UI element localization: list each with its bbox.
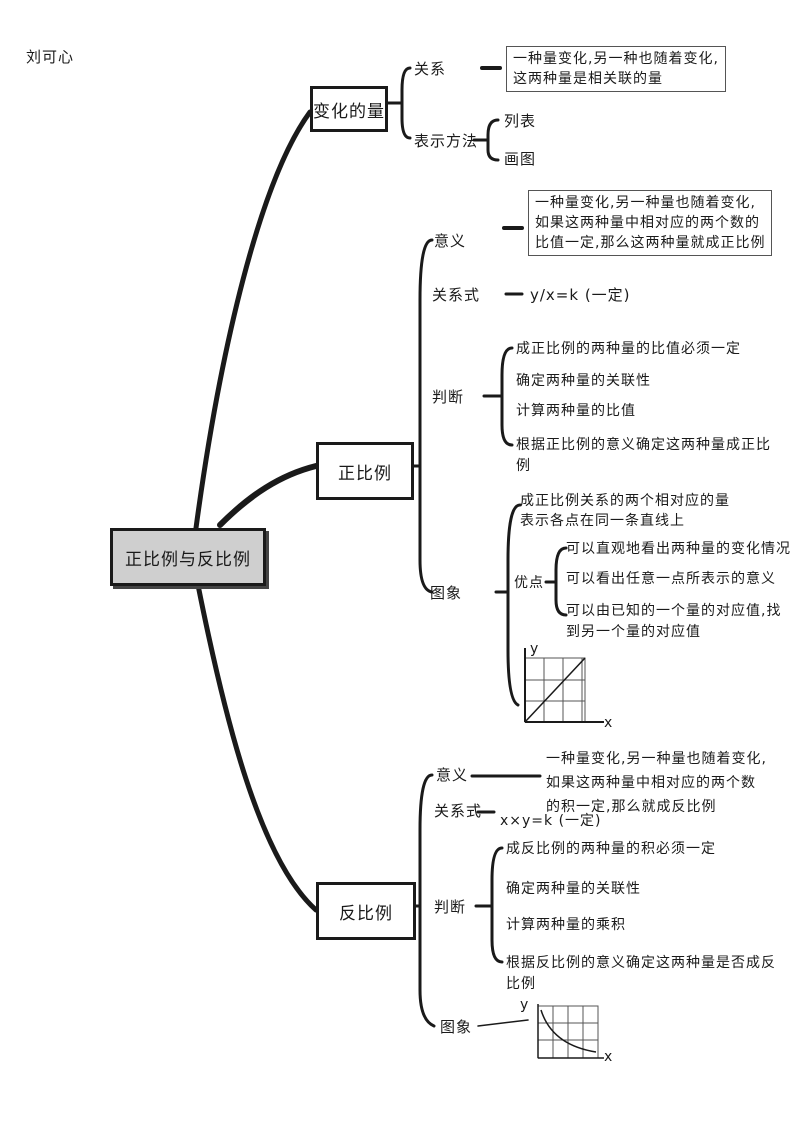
inverse-judge-item: 比例 bbox=[506, 976, 536, 992]
direct-judge-item: 确定两种量的关联性 bbox=[516, 373, 651, 389]
direct-formula: y/x=k (一定) bbox=[530, 286, 631, 304]
direct-advantage-item: 到另一个量的对应值 bbox=[566, 624, 701, 640]
node-change: 变化的量 bbox=[310, 86, 388, 132]
inverse-axis-x: x bbox=[604, 1049, 614, 1065]
direct-meaning-line: 如果这两种量中相对应的两个数的 bbox=[535, 215, 760, 231]
direct-judge-label: 判断 bbox=[432, 388, 465, 406]
node-inverse: 反比例 bbox=[316, 882, 416, 940]
direct-meaning-note: 一种量变化,另一种量也随着变化, 如果这两种量中相对应的两个数的 比值一定,那么… bbox=[528, 190, 773, 256]
inverse-judge-item: 计算两种量的乘积 bbox=[506, 917, 626, 933]
inverse-axis-y: y bbox=[520, 997, 530, 1013]
inverse-judge-label: 判断 bbox=[434, 898, 467, 916]
inverse-meaning-line: 如果这两种量中相对应的两个数 bbox=[546, 775, 756, 791]
change-relation-note: 一种量变化,另一种也随着变化, 这两种量是相关联的量 bbox=[506, 46, 726, 92]
inverse-formula: x×y=k (一定) bbox=[500, 813, 602, 829]
direct-axis-y: y bbox=[530, 641, 540, 657]
direct-axis-x: x bbox=[604, 715, 614, 731]
direct-proportion-graph bbox=[524, 648, 604, 723]
direct-meaning-line: 一种量变化,另一种量也随着变化, bbox=[535, 195, 756, 211]
change-relation-label: 关系 bbox=[414, 60, 447, 78]
method-item: 画图 bbox=[504, 150, 537, 168]
direct-formula-label: 关系式 bbox=[432, 286, 481, 304]
direct-judge-item: 成正比例的两种量的比值必须一定 bbox=[516, 341, 741, 357]
direct-advantage-item: 可以由已知的一个量的对应值,找 bbox=[566, 603, 782, 619]
direct-advantage-label: 优点 bbox=[514, 575, 544, 591]
direct-advantage-item: 可以直观地看出两种量的变化情况 bbox=[566, 541, 791, 557]
inverse-graph-label: 图象 bbox=[440, 1018, 473, 1036]
direct-graph-label: 图象 bbox=[430, 584, 463, 602]
method-item: 列表 bbox=[504, 112, 537, 130]
inverse-judge-item: 根据反比例的意义确定这两种量是否成反 bbox=[506, 955, 776, 971]
direct-graph-desc: 表示各点在同一条直线上 bbox=[520, 513, 685, 529]
author-name: 刘可心 bbox=[26, 48, 75, 66]
direct-judge-item: 例 bbox=[516, 458, 531, 474]
inverse-judge-item: 成反比例的两种量的积必须一定 bbox=[506, 841, 716, 857]
direct-advantage-item: 可以看出任意一点所表示的意义 bbox=[566, 571, 776, 587]
inverse-meaning-line: 一种量变化,另一种量也随着变化, bbox=[546, 751, 767, 767]
inverse-formula-label: 关系式 bbox=[434, 802, 483, 820]
direct-meaning-line: 比值一定,那么这两种量就成正比例 bbox=[535, 235, 766, 251]
direct-judge-item: 根据正比例的意义确定这两种量成正比 bbox=[516, 437, 771, 453]
node-direct: 正比例 bbox=[316, 442, 414, 500]
direct-graph-desc: 成正比例关系的两个相对应的量 bbox=[520, 493, 730, 509]
direct-judge-item: 计算两种量的比值 bbox=[516, 403, 636, 419]
inverse-meaning-label: 意义 bbox=[436, 766, 469, 784]
direct-meaning-label: 意义 bbox=[434, 232, 467, 250]
inverse-judge-item: 确定两种量的关联性 bbox=[506, 881, 641, 897]
change-method-label: 表示方法 bbox=[414, 132, 479, 150]
inverse-proportion-graph bbox=[537, 1004, 604, 1059]
inverse-meaning-line: 的积一定,那么就成反比例 bbox=[546, 799, 717, 815]
change-relation-line: 一种量变化,另一种也随着变化, bbox=[513, 51, 719, 67]
change-relation-line: 这两种量是相关联的量 bbox=[513, 71, 663, 87]
root-node: 正比例与反比例 bbox=[110, 528, 266, 586]
